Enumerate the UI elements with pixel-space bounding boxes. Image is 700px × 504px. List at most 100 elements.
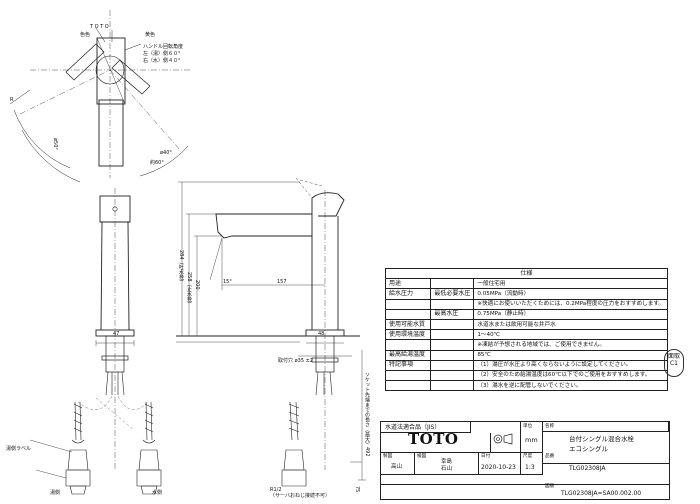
fan-angle-label-2: ø40° <box>160 150 172 156</box>
tb-scale-label: 尺度 <box>523 454 533 459</box>
handle-angle-right: 右（水）側４０° <box>143 58 181 64</box>
hose-drawings <box>29 395 307 495</box>
spec-row: 用途 一般住宅用 <box>384 278 668 290</box>
spec-row-sublabel <box>430 278 475 290</box>
spec-row-value: 水道水または飲用可能な井戸水 <box>473 318 668 331</box>
tb-name-cell <box>543 422 669 432</box>
tb-drafter-cell <box>381 453 415 475</box>
tb-date-cell <box>479 453 521 475</box>
spec-row-value: ※凍結が予想される地域では、ご使用できません。 <box>473 339 668 351</box>
spec-row-value: 一般住宅用 <box>473 278 668 290</box>
mount-hole-label: 取付穴 ø35 ±2 <box>278 358 313 364</box>
spec-row-sublabel: 最高水圧 <box>430 308 475 320</box>
dim-15deg: 15° <box>223 279 232 285</box>
chamfer-stamp: 面取 C1 <box>664 349 684 377</box>
spec-row: 特記事項 （1）湯圧が水圧より高くならないように設定してください。 <box>384 359 668 371</box>
spec-row-value: 85℃ <box>473 349 668 361</box>
spec-row-sublabel: 最低必要水圧 <box>430 288 475 300</box>
dim-200: 200 <box>194 280 200 290</box>
spec-row: 最高給湯温度 85℃ <box>384 349 668 361</box>
spec-row: （2）安全のため給湯温度は60℃以下でのご使用をおすすめします。 <box>384 369 668 382</box>
hot-side-label-tag: 湯側ラベル <box>6 446 32 452</box>
spec-row-sublabel <box>430 369 475 382</box>
hot-side-label: 湯側 <box>50 490 61 496</box>
tb-name-label: 名称 <box>545 424 555 429</box>
tb-drawing-no: TLG02308JA=SA00.002.00 <box>561 490 642 497</box>
spec-row: 使用可能水質 水道水または飲用可能な井戸水 <box>384 318 668 331</box>
handle-angle-title: ハンドル回転角度 <box>143 44 184 50</box>
tb-checker-2: 石山 <box>441 466 453 472</box>
tb-scale-cell <box>521 453 543 475</box>
pipe-note-1: R1/2 <box>270 487 282 493</box>
spec-row-sublabel <box>430 359 475 371</box>
spec-row-label <box>384 369 432 382</box>
tb-logo-cell <box>381 433 491 453</box>
dim-48: 48 <box>318 331 325 337</box>
tb-sub-name: エコシングル <box>569 445 608 453</box>
spec-row: （3）湯水を逆に配管しないでください。 <box>384 380 668 392</box>
toto-mark-label: T O T O <box>90 24 109 30</box>
tb-standard: 水道法適合品（JIS） <box>385 424 441 431</box>
socket-length-label: ソケット先端までの長さ（最大）492 <box>364 372 370 457</box>
spec-row: ※凍結が予想される地域では、ご使用できません。 <box>384 339 668 351</box>
top-view <box>9 10 190 183</box>
spec-row-sublabel <box>430 318 475 331</box>
spec-row-sublabel <box>430 380 475 392</box>
dim-157: 157 <box>277 279 287 285</box>
tb-symbol-cell <box>491 422 521 453</box>
spec-row-value: 0.75MPa（静止時） <box>473 308 668 320</box>
spec-row: 使用環境温度 1～40℃ <box>384 329 668 341</box>
tb-unit: mm <box>525 436 538 444</box>
spec-row-value: ※快適にお使いいただくためには、0.2MPa程度の圧力をおすすめします。 <box>473 298 668 310</box>
spec-row-label <box>384 308 432 320</box>
spec-row-label: 用途 <box>384 278 432 290</box>
tb-standard-cell <box>381 422 471 433</box>
radius-value: ø50° <box>52 138 58 150</box>
title-block: 水道法適合品（JIS） 単位 mm 名称 台付シングル混合水栓 エコシングル 製… <box>380 421 670 500</box>
spec-row-label <box>384 380 432 392</box>
projection-symbol-icon <box>493 433 513 445</box>
water-side-label: 水側 <box>152 490 163 496</box>
pipe-note-2: （サーバおねじ接続不可） <box>270 493 330 499</box>
radius-label: R <box>10 97 14 103</box>
spec-row-label: 最高給湯温度 <box>384 349 432 361</box>
tb-model: TLG02308JA <box>569 465 606 472</box>
spec-row-sublabel <box>430 349 475 361</box>
spec-row-sublabel <box>430 298 475 310</box>
fan-angle-label: 約60° <box>150 160 164 166</box>
tb-model-label: 品番 <box>545 454 555 459</box>
color-label-1: 色色 <box>80 32 91 38</box>
tb-divider <box>381 484 669 485</box>
front-view <box>95 188 135 470</box>
tb-checker-cell <box>415 453 479 475</box>
tb-date-label: 日付 <box>481 454 491 459</box>
dim-284: 284（吐水栓） <box>178 250 184 285</box>
dim-75: 75 <box>354 486 360 493</box>
handle-angle-left: 左（湯）側６０° <box>143 51 181 57</box>
spec-row-value: 0.05MPa（流動時） <box>473 288 668 300</box>
stamp-line-2: C1 <box>669 360 678 367</box>
spec-row-label: 使用可能水質 <box>384 318 432 331</box>
tb-model-cell <box>543 453 669 464</box>
spec-row-value: （1）湯圧が水圧より高くならないように設定してください。 <box>473 359 668 371</box>
tb-drafter-label: 製図 <box>383 454 393 459</box>
stamp-line-1: 面取 <box>667 353 680 360</box>
spec-row-label: 給水圧力 <box>384 288 432 300</box>
tb-date: 2020-10-23 <box>481 464 516 471</box>
dim-47: 47 <box>113 331 120 337</box>
spec-row-label: 使用環境温度 <box>384 329 432 341</box>
spec-heading: 仕様 <box>385 267 668 280</box>
side-view <box>176 177 366 481</box>
tb-checker-1: 幸島 <box>441 459 453 465</box>
tb-unit-label: 単位 <box>523 424 533 429</box>
color-label-2: 黄色 <box>145 32 156 38</box>
tb-drawing-no-label: 図番 <box>545 484 555 489</box>
spec-row-label: 特記事項 <box>384 359 432 371</box>
spec-row-value: 1～40℃ <box>473 329 668 341</box>
spec-row-sublabel <box>430 339 475 351</box>
spec-row-label <box>384 339 432 351</box>
